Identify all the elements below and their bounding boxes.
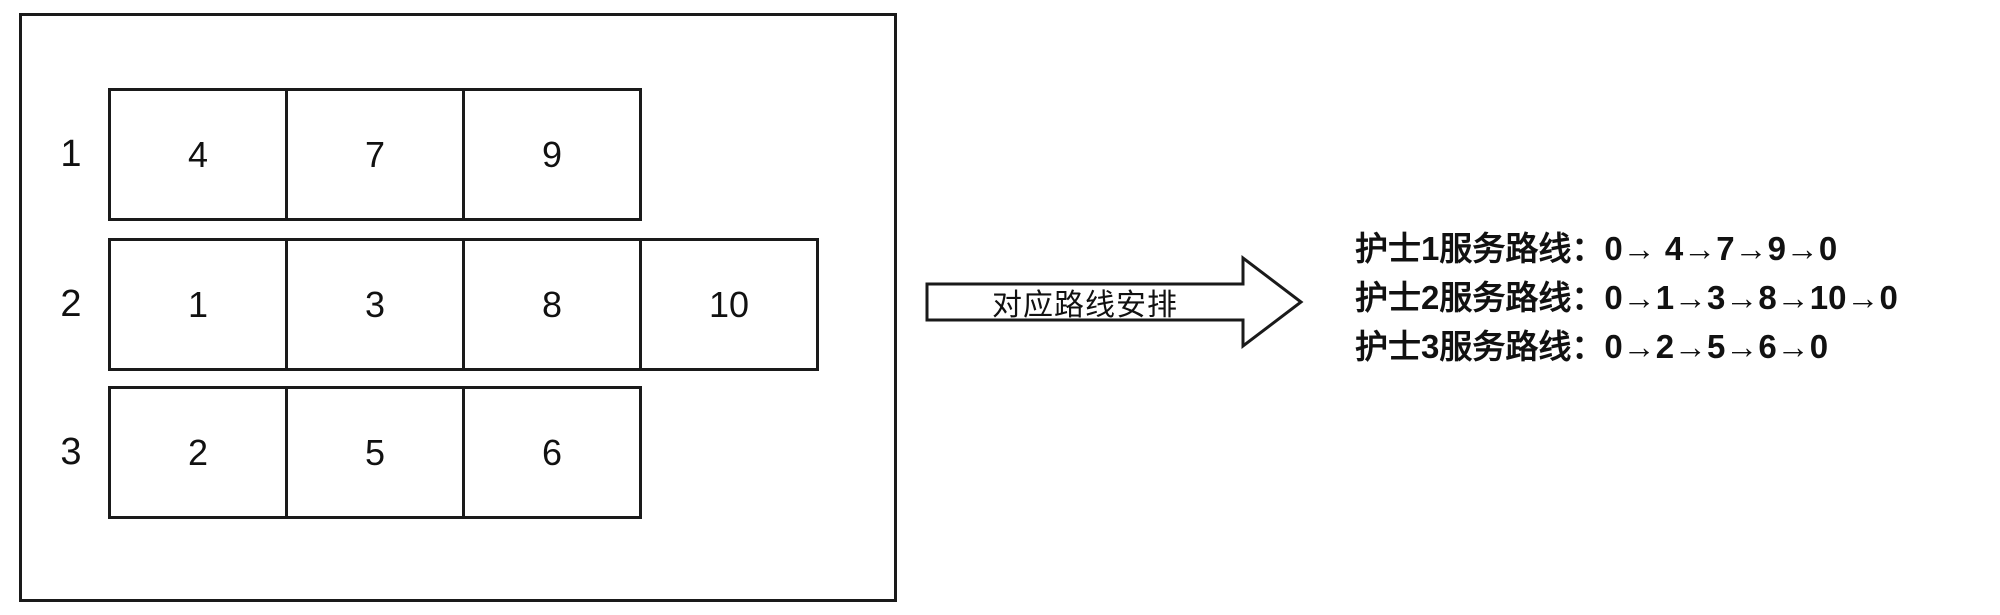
schedule-box: 1 4 7 9 2 1 3 8 10 3 2 5 6 (19, 13, 897, 602)
task-cell: 10 (639, 238, 819, 371)
task-cell: 1 (108, 238, 288, 371)
task-cell: 7 (285, 88, 465, 221)
route-line-nurse-2: 护士2服务路线：0→1→3→8→10→0 (1355, 279, 1898, 316)
row-label-3: 3 (60, 431, 82, 473)
route-line-nurse-1: 护士1服务路线：0→ 4→7→9→0 (1355, 230, 1838, 267)
mapping-arrow: 对应路线安排 (925, 254, 1305, 350)
row-2-cells: 1 3 8 10 (108, 238, 819, 371)
task-cell: 3 (285, 238, 465, 371)
task-cell: 2 (108, 386, 288, 519)
row-1-cells: 4 7 9 (108, 88, 642, 221)
schedule-row-3: 3 2 5 6 (22, 386, 894, 519)
task-cell: 5 (285, 386, 465, 519)
task-cell: 4 (108, 88, 288, 221)
task-cell: 9 (462, 88, 642, 221)
block-arrow-icon (925, 254, 1304, 350)
row-label-2: 2 (60, 283, 82, 325)
task-cell: 6 (462, 386, 642, 519)
arrow-label: 对应路线安排 (992, 289, 1178, 322)
row-3-cells: 2 5 6 (108, 386, 642, 519)
schedule-row-1: 1 4 7 9 (22, 88, 894, 221)
route-line-nurse-3: 护士3服务路线：0→2→5→6→0 (1355, 328, 1829, 365)
row-label-1: 1 (60, 133, 82, 175)
task-cell: 8 (462, 238, 642, 371)
schedule-row-2: 2 1 3 8 10 (22, 238, 894, 371)
route-list: 护士1服务路线：0→ 4→7→9→0 护士2服务路线：0→1→3→8→10→0 … (1355, 224, 1898, 371)
